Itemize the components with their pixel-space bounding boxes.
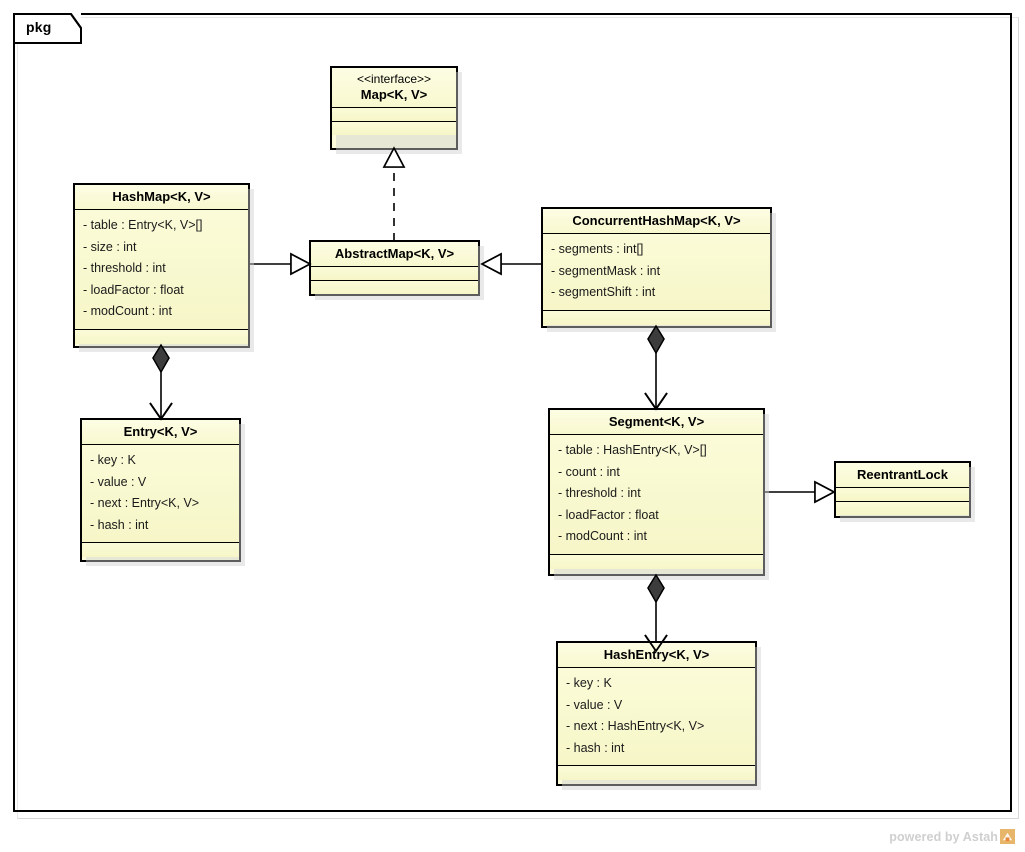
- class-operations-segment: [550, 553, 763, 569]
- class-operations-concurrenthashmap: [543, 309, 770, 325]
- attribute-row: - value : V: [90, 474, 147, 489]
- attribute-row: - key : K: [90, 453, 136, 467]
- attribute-row: - hash : int: [90, 517, 149, 532]
- attribute-row: - next : Entry<K, V>: [90, 496, 200, 510]
- class-title-hashentry: HashEntry<K, V>: [603, 647, 710, 662]
- class-title-map: Map<K, V>: [360, 87, 428, 102]
- rel-concurrenthashmap-abstractmap: [480, 252, 541, 276]
- class-box-abstractmap[interactable]: AbstractMap<K, V>: [309, 240, 484, 300]
- attribute-row: - segments : int[]: [551, 242, 644, 256]
- class-stereotype-map: <<interface>>: [356, 72, 432, 86]
- attribute-row: - threshold : int: [558, 486, 641, 500]
- attribute-row: - table : Entry<K, V>[]: [83, 218, 203, 232]
- class-name-concurrenthashmap: ConcurrentHashMap<K, V>: [543, 209, 770, 233]
- rel-segment-reentrantlock: [765, 480, 836, 504]
- class-attributes-segment: - table : HashEntry<K, V>[] - count : in…: [550, 434, 763, 554]
- attribute-row: - modCount : int: [83, 304, 172, 318]
- class-attributes-hashentry: - key : K - value : V - next : HashEntry…: [558, 667, 755, 765]
- attribute-row: - size : int: [83, 239, 137, 254]
- attribute-row: - value : V: [566, 697, 623, 712]
- watermark-text: powered by Astah: [889, 829, 998, 844]
- package-label: pkg: [26, 19, 52, 35]
- attribute-row: - key : K: [566, 676, 612, 690]
- attribute-row: - next : HashEntry<K, V>: [566, 719, 705, 733]
- class-title-hashmap: HashMap<K, V>: [112, 189, 211, 204]
- class-attributes-concurrenthashmap: - segments : int[] - segmentMask : int -…: [543, 233, 770, 310]
- class-name-hashmap: HashMap<K, V>: [75, 185, 248, 209]
- class-title-abstractmap: AbstractMap<K, V>: [334, 246, 455, 261]
- rel-hashmap-abstractmap: [250, 252, 312, 276]
- attribute-row: - segmentMask : int: [551, 263, 661, 278]
- class-name-segment: Segment<K, V>: [550, 410, 763, 434]
- class-title-segment: Segment<K, V>: [608, 414, 705, 429]
- class-box-reentrantlock[interactable]: ReentrantLock: [834, 461, 975, 522]
- attribute-row: - segmentShift : int: [551, 285, 656, 299]
- class-attributes-reentrantlock: [836, 487, 969, 501]
- attribute-row: - loadFactor : float: [83, 282, 184, 297]
- class-operations-hashentry: [558, 765, 755, 780]
- class-attributes-map: [332, 107, 456, 121]
- class-name-hashentry: HashEntry<K, V>: [558, 643, 755, 667]
- class-name-entry: Entry<K, V>: [82, 420, 239, 444]
- attribute-row: - count : int: [558, 464, 620, 479]
- attribute-row: - modCount : int: [558, 529, 647, 543]
- class-name-map: <<interface>> Map<K, V>: [332, 68, 456, 107]
- package-frame-shadow: [17, 17, 1019, 819]
- class-box-hashentry[interactable]: HashEntry<K, V> - key : K - value : V - …: [556, 641, 761, 790]
- class-box-entry[interactable]: Entry<K, V> - key : K - value : V - next…: [80, 418, 245, 566]
- class-title-reentrantlock: ReentrantLock: [856, 467, 949, 482]
- astah-watermark: powered by Astah: [889, 829, 1015, 844]
- rel-concurrenthashmap-segment: [644, 324, 668, 411]
- class-attributes-entry: - key : K - value : V - next : Entry<K, …: [82, 444, 239, 542]
- class-box-concurrenthashmap[interactable]: ConcurrentHashMap<K, V> - segments : int…: [541, 207, 776, 332]
- attribute-row: - threshold : int: [83, 261, 166, 275]
- class-box-hashmap[interactable]: HashMap<K, V> - table : Entry<K, V>[] - …: [73, 183, 254, 352]
- attribute-row: - table : HashEntry<K, V>[]: [558, 443, 707, 457]
- class-title-concurrenthashmap: ConcurrentHashMap<K, V>: [572, 213, 741, 228]
- class-attributes-abstractmap: [311, 266, 478, 280]
- class-operations-reentrantlock: [836, 501, 969, 515]
- rel-segment-hashentry: [644, 573, 668, 653]
- package-tab-shape: [13, 13, 82, 44]
- class-box-segment[interactable]: Segment<K, V> - table : HashEntry<K, V>[…: [548, 408, 769, 580]
- attribute-row: - loadFactor : float: [558, 507, 659, 522]
- class-title-entry: Entry<K, V>: [123, 424, 198, 439]
- package-frame-top-edge: [80, 13, 1012, 15]
- class-operations-map: [332, 121, 456, 135]
- astah-logo-icon: [1000, 829, 1015, 844]
- class-operations-entry: [82, 542, 239, 557]
- package-tab: [13, 13, 82, 44]
- class-name-reentrantlock: ReentrantLock: [836, 463, 969, 487]
- rel-abstractmap-map: [382, 146, 406, 241]
- attribute-row: - hash : int: [566, 740, 625, 755]
- rel-hashmap-entry: [149, 343, 173, 421]
- class-box-map[interactable]: <<interface>> Map<K, V>: [330, 66, 462, 154]
- class-name-abstractmap: AbstractMap<K, V>: [311, 242, 478, 266]
- package-frame: [13, 13, 1012, 812]
- class-operations-hashmap: [75, 328, 248, 344]
- class-attributes-hashmap: - table : Entry<K, V>[] - size : int - t…: [75, 209, 248, 329]
- class-operations-abstractmap: [311, 280, 478, 294]
